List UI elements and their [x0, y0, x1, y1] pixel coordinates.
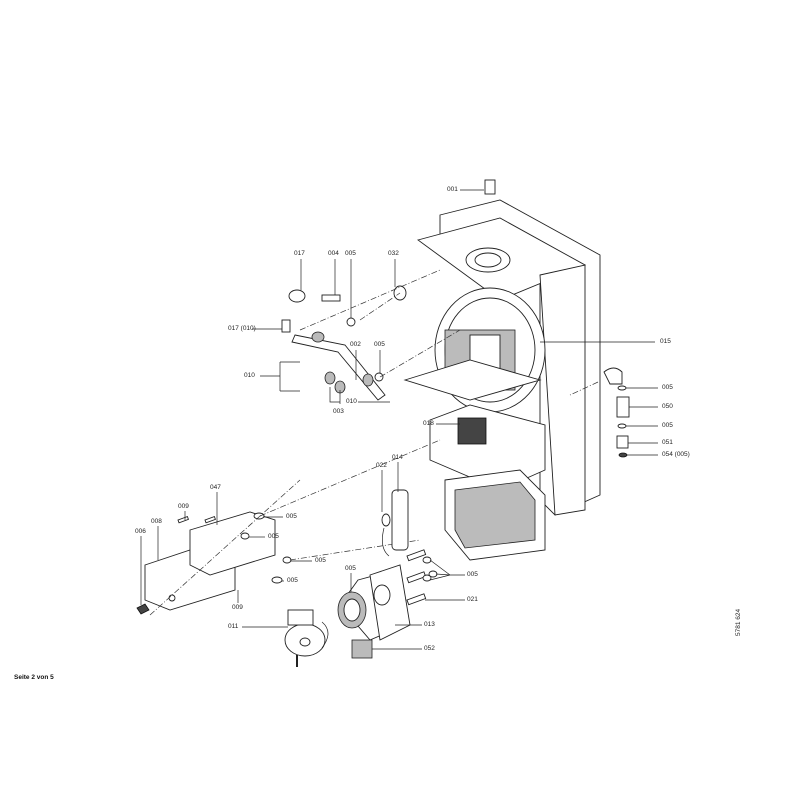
part-label-005: 005	[467, 571, 478, 578]
part-label-017-010: 017 (010)	[228, 325, 256, 332]
part-label-015: 015	[660, 338, 671, 345]
boiler-casing	[403, 179, 601, 561]
part-label-004: 004	[328, 250, 339, 257]
part-label-032: 032	[388, 250, 399, 257]
part-label-054-005: 054 (005)	[662, 451, 690, 458]
part-label-005: 005	[345, 565, 356, 572]
part-label-003: 003	[333, 408, 344, 415]
part-label-010: 010	[244, 372, 255, 379]
part-label-005: 005	[662, 422, 673, 429]
part-label-002: 002	[350, 341, 361, 348]
leader-lines	[140, 189, 658, 650]
part-label-047: 047	[210, 484, 221, 491]
part-label-014: 014	[392, 454, 403, 461]
part-label-017: 017	[294, 250, 305, 257]
water-connection-fittings	[569, 367, 630, 458]
part-label-006: 006	[135, 528, 146, 535]
part-label-010: 010	[346, 398, 357, 405]
part-label-008: 008	[151, 518, 162, 525]
part-label-021: 021	[467, 596, 478, 603]
part-label-022: 022	[376, 462, 387, 469]
part-label-005: 005	[374, 341, 385, 348]
electrode-assemblies	[136, 439, 441, 616]
part-label-052: 052	[424, 645, 435, 652]
part-label-005: 005	[315, 557, 326, 564]
valve-assembly	[281, 269, 461, 401]
page-indicator: Seite 2 von 5	[14, 674, 54, 681]
part-label-005: 005	[662, 384, 673, 391]
part-label-005: 005	[345, 250, 356, 257]
part-label-005: 005	[268, 533, 279, 540]
part-label-009: 009	[232, 604, 243, 611]
part-label-050: 050	[662, 403, 673, 410]
part-label-051: 051	[662, 439, 673, 446]
part-label-001: 001	[447, 186, 458, 193]
part-label-005: 005	[287, 577, 298, 584]
pump-group	[284, 489, 438, 667]
part-label-013: 013	[424, 621, 435, 628]
document-number: 5781 624	[735, 608, 742, 636]
part-label-018: 018	[423, 420, 434, 427]
part-label-005: 005	[286, 513, 297, 520]
part-label-011: 011	[228, 623, 239, 630]
part-label-009: 009	[178, 503, 189, 510]
